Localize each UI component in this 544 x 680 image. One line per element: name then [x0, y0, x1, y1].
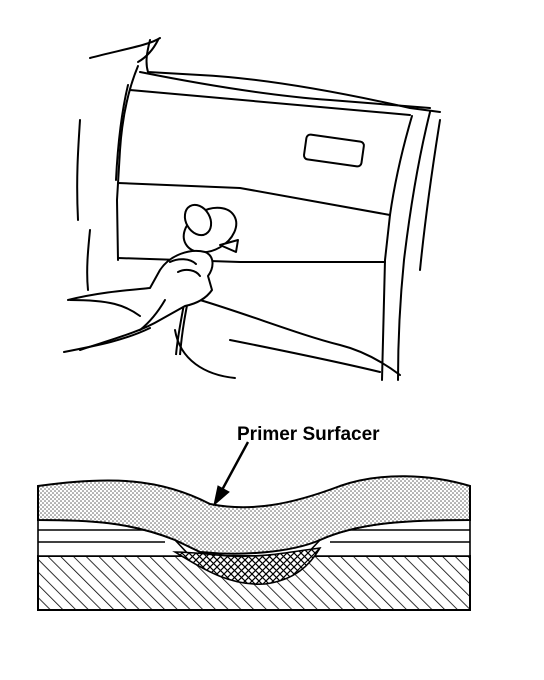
a-pillar — [116, 65, 139, 261]
operator-hand — [63, 250, 214, 353]
callout-arrow — [220, 441, 250, 491]
front-fender-line-2 — [86, 229, 91, 291]
rear-quarter-line-2 — [419, 119, 441, 271]
putty-filler — [172, 546, 322, 585]
primer-surfacer-layer — [37, 475, 471, 555]
roof-edge — [137, 39, 159, 63]
rocker-line-2 — [229, 339, 381, 373]
roof-line — [89, 37, 161, 59]
rear-quarter-line — [397, 111, 431, 381]
cross-section: Primer Surfacer — [37, 424, 471, 611]
window-frame-upper — [145, 39, 441, 113]
door-handle — [302, 133, 365, 168]
wheel-arch — [174, 329, 236, 379]
spray-gun — [175, 203, 239, 356]
door-top-edge — [129, 89, 411, 116]
spray-mist — [220, 190, 380, 280]
front-fender-line — [76, 119, 81, 221]
door-rear-edge — [381, 115, 413, 381]
a-pillar-inner — [115, 84, 129, 181]
callout-label-primer-surfacer: Primer Surfacer — [237, 424, 380, 445]
rocker-line — [199, 299, 401, 376]
window-frame-lower — [139, 71, 431, 109]
car-door-scene — [76, 37, 441, 381]
